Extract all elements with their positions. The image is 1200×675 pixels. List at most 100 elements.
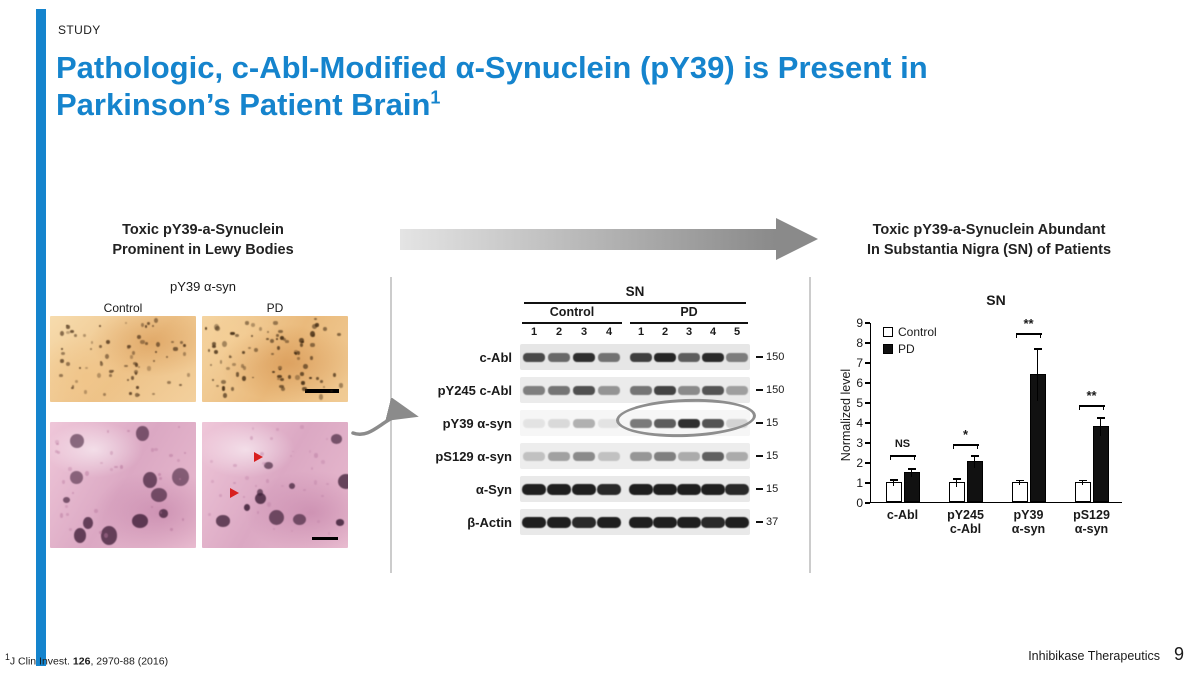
tissue-speck <box>59 330 64 337</box>
tissue-speck <box>178 426 181 428</box>
tissue-speck <box>233 481 237 485</box>
tissue-speck <box>140 340 145 345</box>
blot-band <box>678 385 700 395</box>
y-tick-mark <box>865 502 870 504</box>
title-superscript: 1 <box>430 87 441 108</box>
tissue-speck <box>278 366 282 370</box>
lane-number: 4 <box>709 326 717 338</box>
blot-band <box>522 516 546 528</box>
citation: 1J Clin Invest. 126, 2970-88 (2016) <box>5 652 168 668</box>
tissue-speck <box>310 330 315 337</box>
error-bar-cap <box>1015 479 1024 482</box>
tissue-speck <box>213 324 219 331</box>
tissue-speck <box>173 347 178 351</box>
tissue-speck <box>153 359 156 362</box>
blot-band <box>573 352 595 362</box>
tissue-speck <box>90 348 93 351</box>
blot-band <box>678 352 700 362</box>
tissue-speck <box>132 514 149 528</box>
tissue-speck <box>253 348 258 353</box>
tissue-speck <box>71 491 74 495</box>
mw-tick <box>756 356 763 358</box>
blot-pd-label: PD <box>680 305 698 319</box>
tissue-speck <box>216 385 219 388</box>
red-arrowhead <box>230 488 239 498</box>
y-tick-label: 1 <box>856 476 863 490</box>
tissue-speck <box>99 361 103 366</box>
blot-band <box>548 451 570 461</box>
tissue-speck <box>60 358 64 363</box>
tissue-speck <box>140 323 144 327</box>
tissue-speck <box>300 425 304 429</box>
blot-band <box>702 352 724 362</box>
y-tick-label: 5 <box>856 396 863 410</box>
blot-band <box>654 451 676 461</box>
tissue-speck <box>127 379 130 381</box>
error-bar <box>1081 480 1084 486</box>
blot-band <box>598 418 620 428</box>
mw-tick <box>756 455 763 457</box>
tissue-speck <box>177 459 181 462</box>
y-tick-label: 9 <box>856 316 863 330</box>
legend-swatch <box>883 344 893 354</box>
tissue-speck <box>262 461 266 465</box>
blot-band <box>630 352 652 362</box>
tissue-speck <box>157 472 161 476</box>
tissue-speck <box>251 427 255 431</box>
tissue-speck <box>326 483 329 486</box>
blot-control-underline <box>522 322 622 324</box>
tissue-speck <box>271 352 274 356</box>
tissue-speck <box>283 338 286 342</box>
blot-band <box>654 418 676 428</box>
tissue-speck <box>275 428 279 431</box>
tissue-speck <box>112 369 115 372</box>
chart-bar <box>1092 426 1109 502</box>
blot-band <box>598 451 620 461</box>
molecular-weight-label: 150 <box>750 377 800 403</box>
tissue-speck <box>64 504 68 508</box>
tissue-speck <box>98 325 102 328</box>
tissue-speck <box>66 324 71 330</box>
tissue-speck <box>105 339 110 345</box>
tissue-speck <box>154 350 157 354</box>
tissue-speck <box>219 360 223 364</box>
tissue-speck <box>114 465 118 469</box>
tissue-speck <box>186 372 191 377</box>
tissue-speck <box>104 533 109 539</box>
tissue-speck <box>287 374 291 379</box>
blot-pd-underline <box>630 322 748 324</box>
citation-volume: 126 <box>72 655 91 668</box>
tissue-speck <box>85 471 89 477</box>
blot-band <box>547 516 571 528</box>
tissue-speck <box>211 341 217 346</box>
blot-band <box>677 483 701 495</box>
tissue-speck <box>327 532 331 536</box>
tissue-speck <box>337 332 341 336</box>
tissue-speck <box>136 426 149 441</box>
tissue-speck <box>330 389 334 393</box>
title-line1: Pathologic, c-Abl-Modified α-Synuclein (… <box>56 50 928 85</box>
significance-label: NS <box>894 438 911 450</box>
lane-number: 5 <box>733 326 741 338</box>
tissue-speck <box>338 473 348 490</box>
tissue-speck <box>303 363 308 369</box>
kicker-label: STUDY <box>58 23 101 37</box>
micrograph-control-bottom <box>50 422 196 548</box>
left-pd-label: PD <box>266 301 284 315</box>
blot-band <box>726 418 748 428</box>
lane-number: 1 <box>530 326 538 338</box>
legend-item: PD <box>883 342 937 356</box>
tissue-speck <box>208 512 212 517</box>
blot-band <box>677 516 701 528</box>
tissue-speck <box>143 472 157 489</box>
right-heading-line2: In Substantia Nigra (SN) of Patients <box>866 241 1112 258</box>
blot-row-label: β-Actin <box>467 514 512 530</box>
blot-band <box>630 385 652 395</box>
tissue-speck <box>183 344 186 347</box>
tissue-speck <box>158 476 163 481</box>
tissue-speck <box>74 334 77 337</box>
mw-tick <box>756 422 763 424</box>
